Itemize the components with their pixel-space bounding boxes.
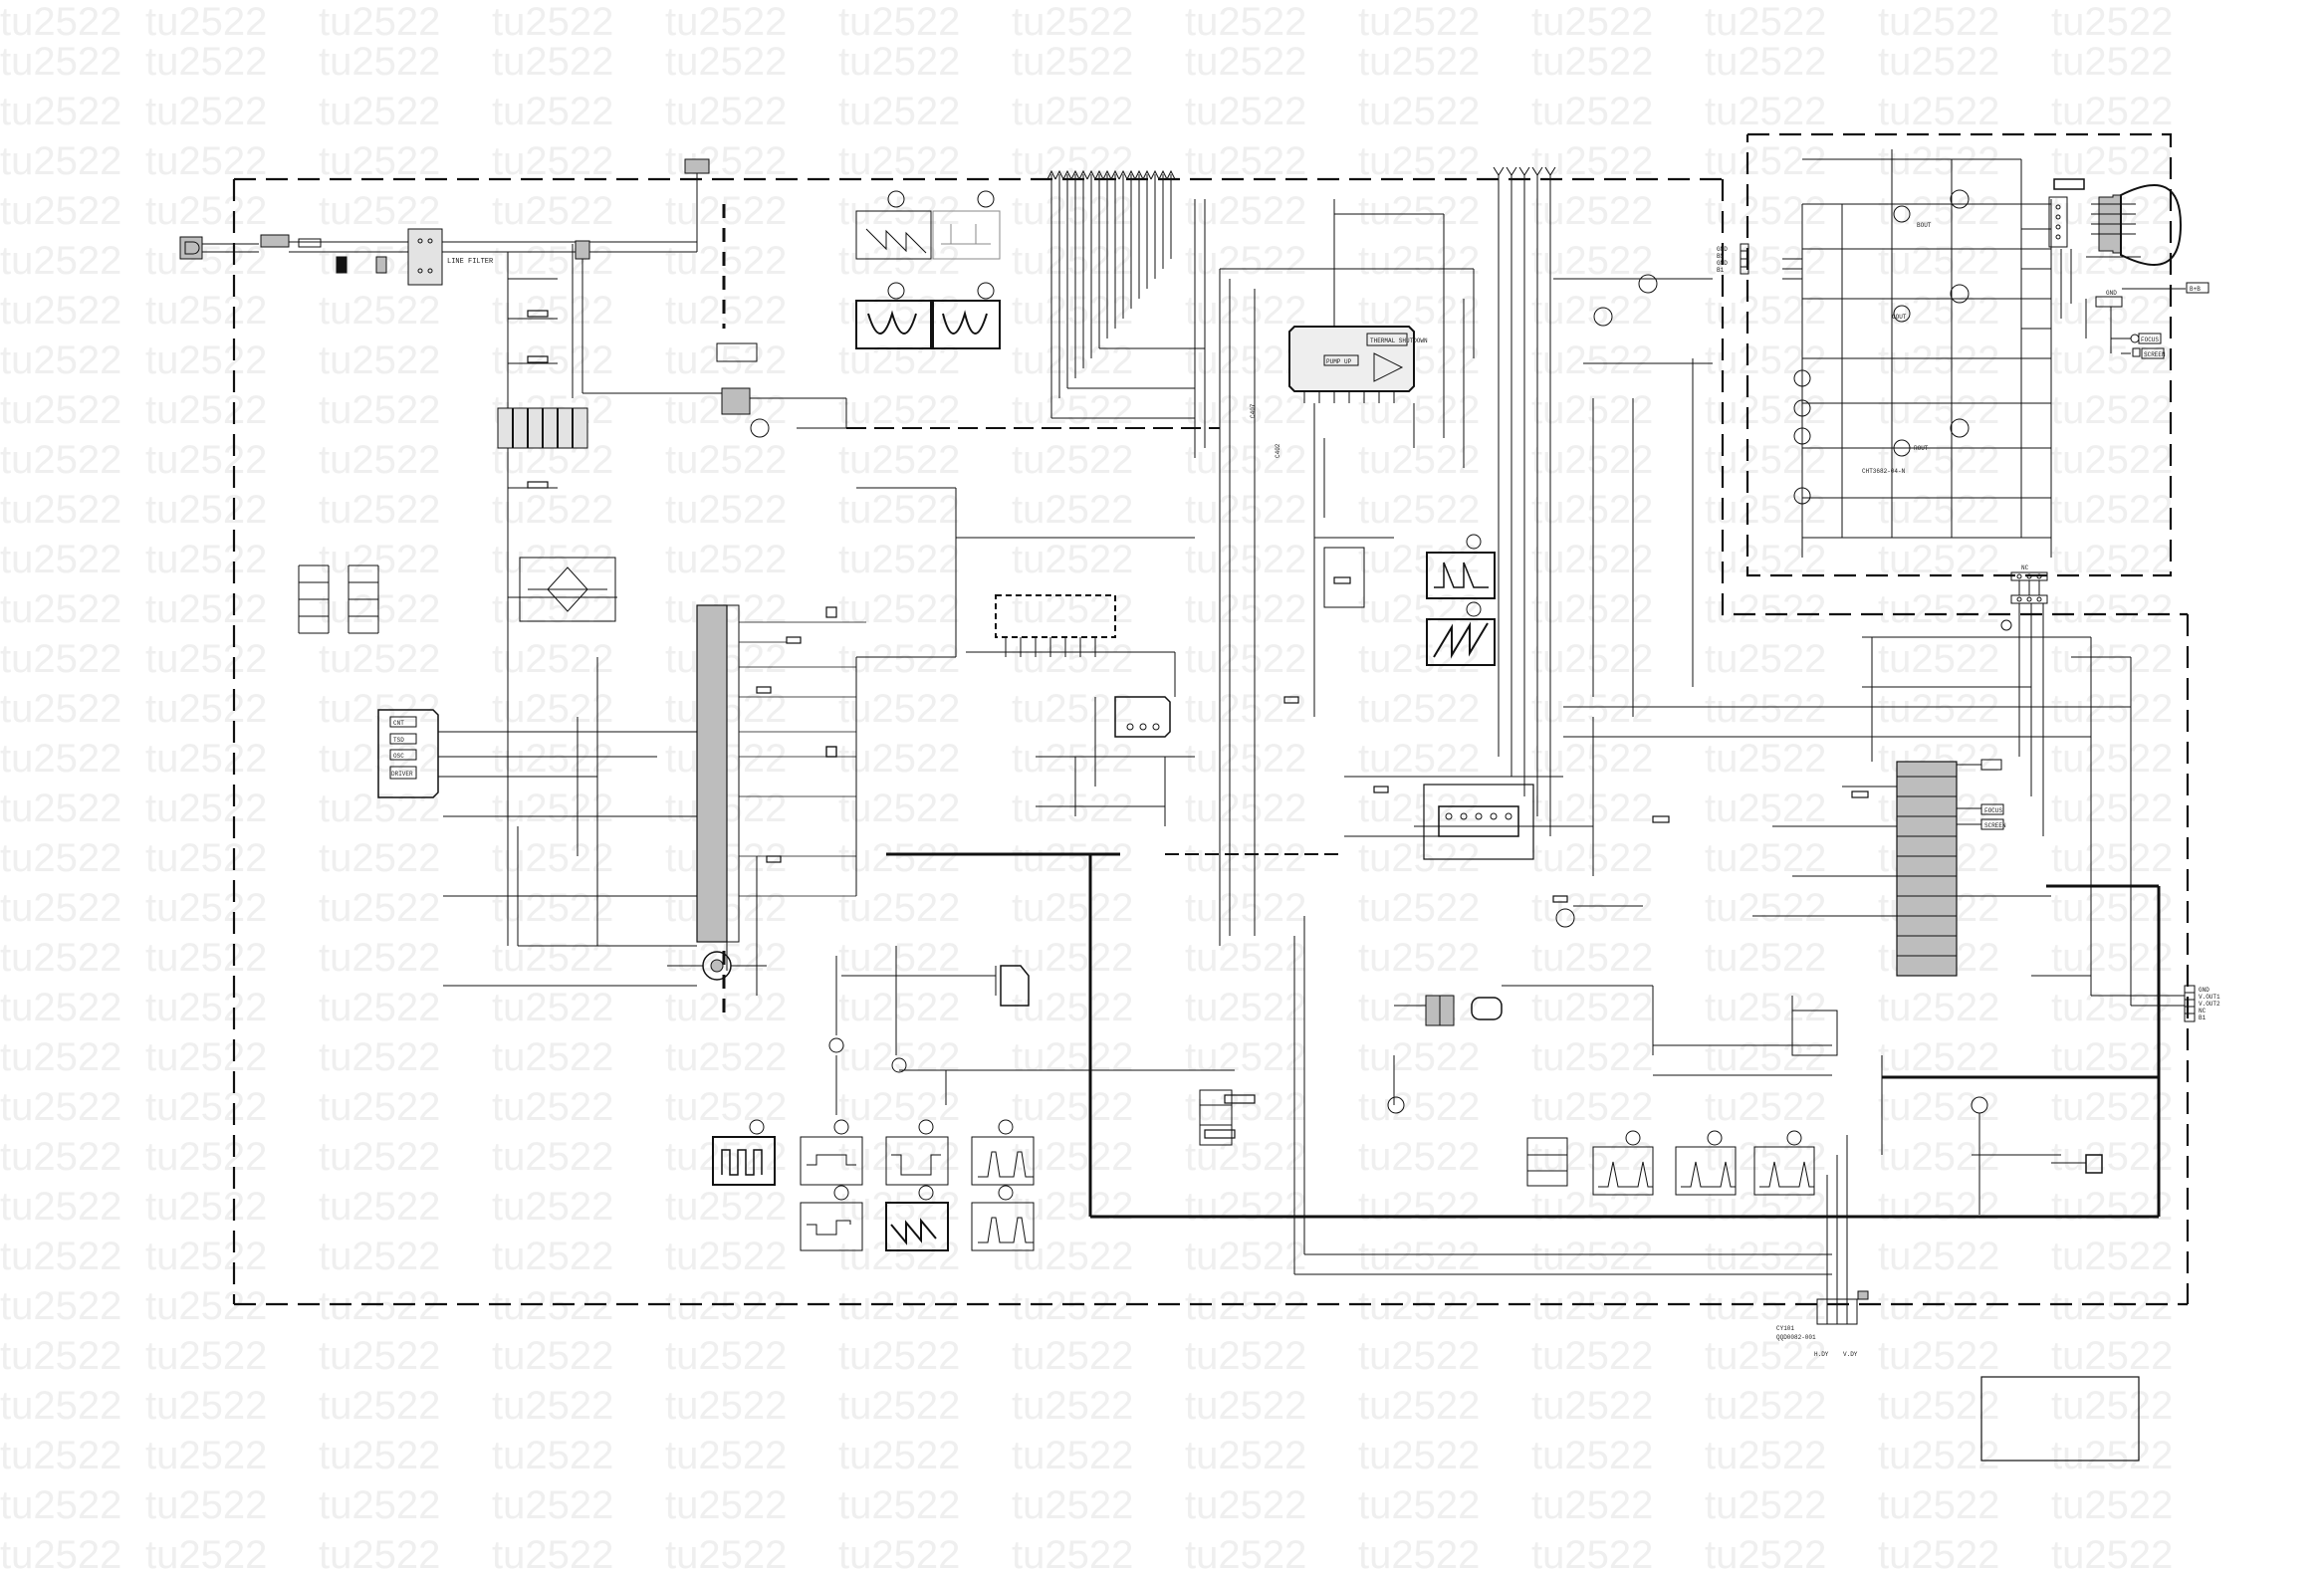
waveform-w7 (712, 1119, 776, 1186)
bus-arrows (1046, 169, 1176, 418)
crt-transistors (1793, 189, 1970, 505)
waveform-w15 (1675, 1130, 1737, 1196)
tuner-ic (1114, 696, 1171, 738)
screen-label-a: SCREEN (2144, 351, 2166, 358)
mc-block-cnt: CNT (393, 720, 404, 727)
misc-components (527, 310, 1869, 1139)
heater-label: GND (2106, 290, 2117, 297)
l-cn-gnd2: GND (1717, 260, 1728, 267)
microprocessor-ic (995, 594, 1116, 657)
jungle-ic (1896, 761, 1958, 977)
afc-ic (1423, 784, 1534, 860)
waveform-w11 (800, 1185, 863, 1251)
cy-vdy-label: V.DY (1843, 1351, 1858, 1358)
line-filter-label: LINE FILTER (447, 258, 494, 266)
c407-label: C407 (1250, 403, 1257, 418)
ac-plug-icon (179, 234, 322, 260)
board-outline (232, 132, 2190, 1306)
focus-label-a: FOCUS (2141, 337, 2159, 343)
rout-label: ROUT (1914, 445, 1929, 452)
legend-box (1980, 1376, 2140, 1462)
l-cn-b1: B1 (1717, 267, 1725, 274)
waveform-w14 (1592, 1130, 1654, 1196)
waveform-w5 (1426, 534, 1496, 599)
top-mid-arrows (1493, 166, 1556, 836)
thermal-label: THERMAL SHUTDOWN (1370, 338, 1428, 344)
waveform-w10 (971, 1119, 1035, 1186)
crt-input-connector (1740, 243, 1749, 275)
line-filter: LINE FILTER (407, 228, 494, 286)
gout-label: GOUT (1892, 314, 1907, 321)
deflection-yoke-connector (1816, 1290, 1869, 1325)
l-cn-bs: BS (1717, 253, 1725, 260)
ground-bus (886, 852, 2161, 1219)
waveform-w3 (855, 282, 932, 349)
c402-label: C402 (1275, 443, 1281, 458)
crt-board (1782, 149, 2052, 558)
mc-block-driver: DRIVER (391, 771, 413, 778)
waveform-w13 (971, 1185, 1035, 1251)
waveform-w4 (932, 282, 1001, 349)
power-ic-main (696, 604, 740, 943)
bout-label: BOUT (1917, 222, 1932, 229)
waveform-w8 (800, 1119, 863, 1186)
cy-hdy-label: H.DY (1814, 1351, 1829, 1358)
r-cn-vout2: V.OUT2 (2199, 1001, 2220, 1008)
waveform-w12 (885, 1185, 949, 1251)
r-cn-b1: B1 (2199, 1015, 2207, 1021)
cy-part-label: CY101 (1776, 1325, 1794, 1332)
pump-up-label: PUMP UP (1326, 358, 1352, 365)
r-cn-gnd: GND (2199, 987, 2209, 994)
waveform-w9 (885, 1119, 949, 1186)
hv-label: B+B (2190, 286, 2201, 293)
l-cn-gnd: GND (1717, 246, 1728, 253)
cy-code-label: QQD0082-001 (1776, 1334, 1816, 1341)
crt-part-label: CHT3682-04-N (1862, 468, 1906, 475)
mc-block-tsd: TSD (393, 737, 404, 744)
flyback-transformer (1425, 995, 1503, 1026)
bridge-rectifier (519, 557, 616, 622)
waveform-w2 (932, 190, 1001, 260)
right-vertical-connector (2184, 985, 2196, 1022)
crt-nc-label: NC (2021, 564, 2029, 571)
waveform-w1 (855, 190, 932, 260)
relay-matrix (298, 564, 379, 634)
mc-block-osc: OSC (393, 753, 404, 760)
waveform-w16 (1753, 1130, 1815, 1196)
r-cn-vout1: V.OUT1 (2199, 994, 2220, 1001)
r-cn-nc: NC (2199, 1008, 2207, 1015)
focus-label-b: FOCUS (1984, 807, 2002, 814)
waveform-w6 (1426, 601, 1496, 666)
vertical-ic: THERMAL SHUTDOWN PUMP UP (1288, 326, 1428, 403)
screen-label-b: SCREEN (1984, 822, 2006, 829)
crt-tube-icon (2048, 178, 2183, 266)
switching-ic-block: CNT TSD OSC DRIVER (377, 709, 439, 798)
